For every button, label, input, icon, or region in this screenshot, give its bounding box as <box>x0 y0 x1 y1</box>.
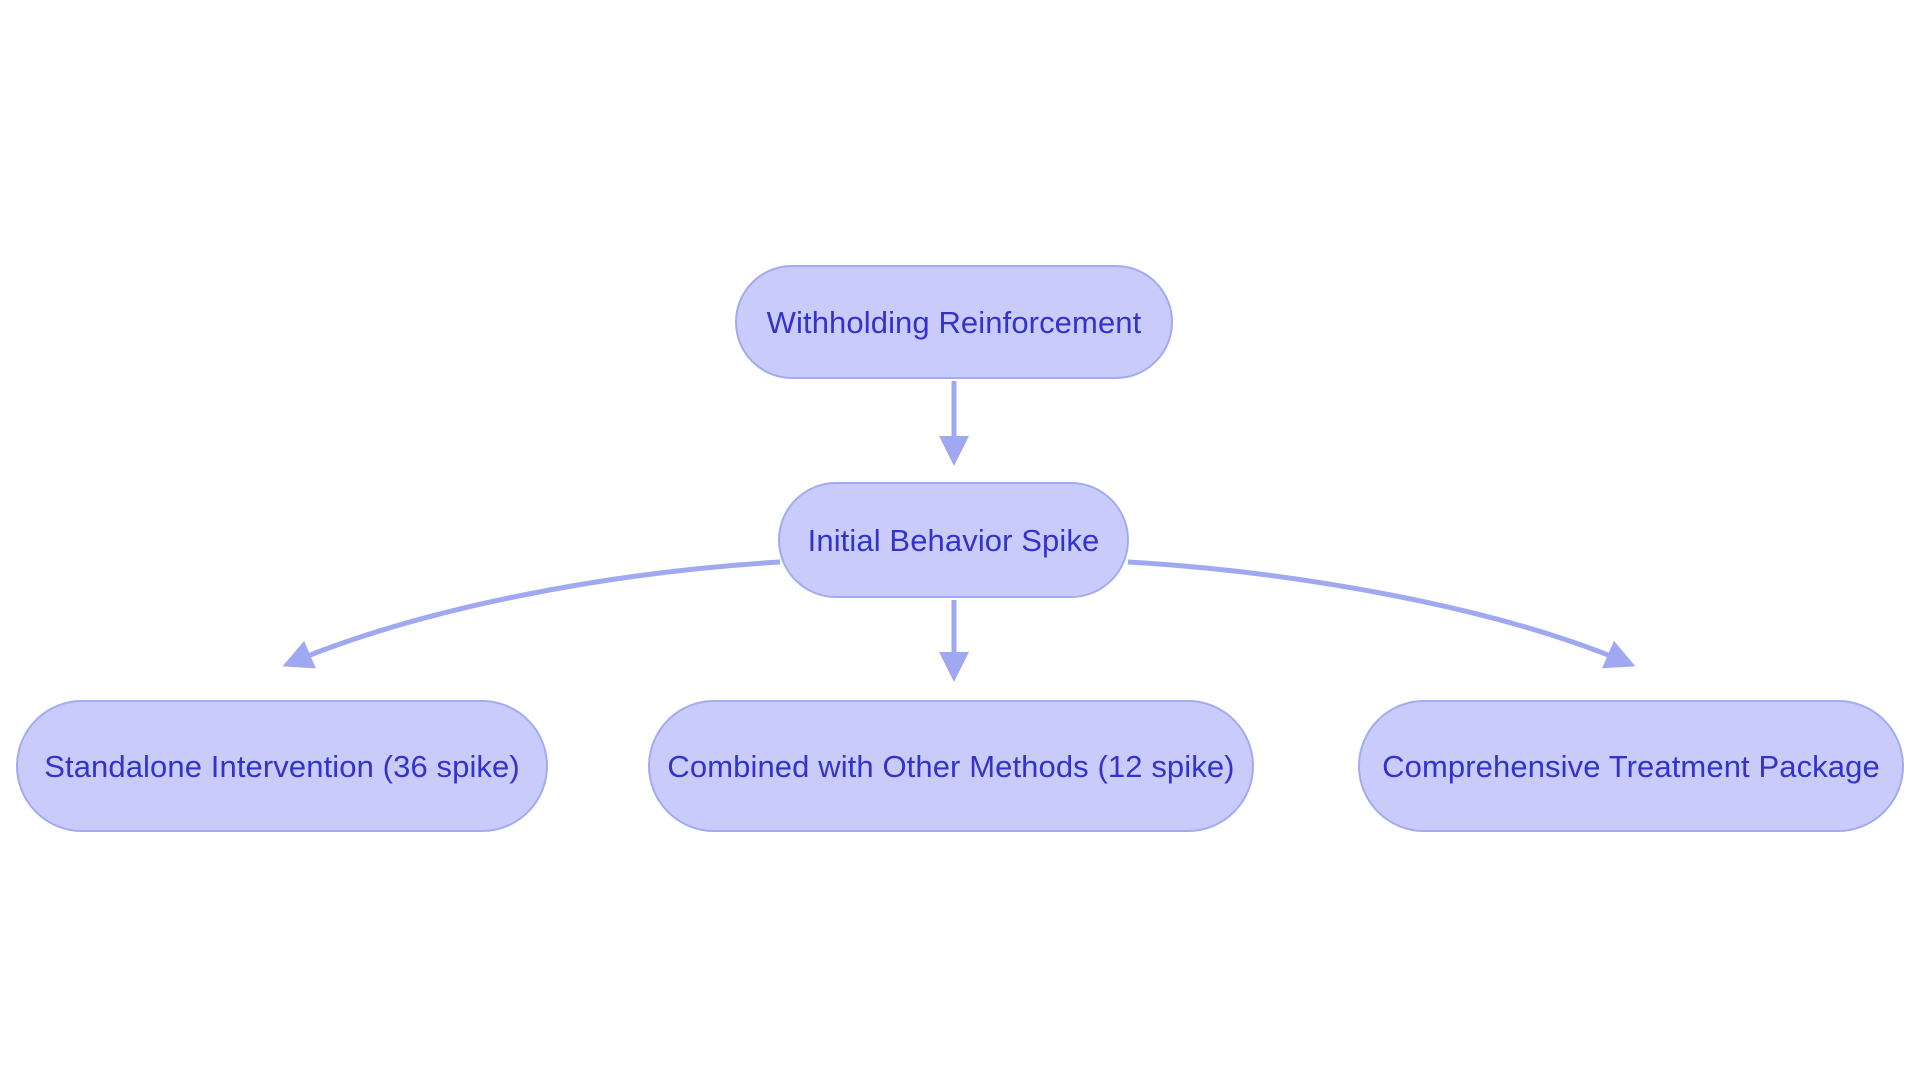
node-combined-with-other-methods[interactable]: Combined with Other Methods (12 spike) <box>648 700 1254 832</box>
node-label: Withholding Reinforcement <box>766 304 1142 340</box>
node-initial-behavior-spike[interactable]: Initial Behavior Spike <box>778 482 1129 598</box>
node-label: Combined with Other Methods (12 spike) <box>667 748 1235 784</box>
edge-spike-to-package <box>1127 559 1636 669</box>
edge-spike-to-standalone <box>282 559 781 669</box>
node-label: Comprehensive Treatment Package <box>1382 748 1880 784</box>
node-withholding-reinforcement[interactable]: Withholding Reinforcement <box>735 265 1173 379</box>
node-label: Standalone Intervention (36 spike) <box>44 748 520 784</box>
node-comprehensive-treatment-package[interactable]: Comprehensive Treatment Package <box>1358 700 1904 832</box>
node-standalone-intervention[interactable]: Standalone Intervention (36 spike) <box>16 700 548 832</box>
node-label: Initial Behavior Spike <box>807 522 1100 558</box>
